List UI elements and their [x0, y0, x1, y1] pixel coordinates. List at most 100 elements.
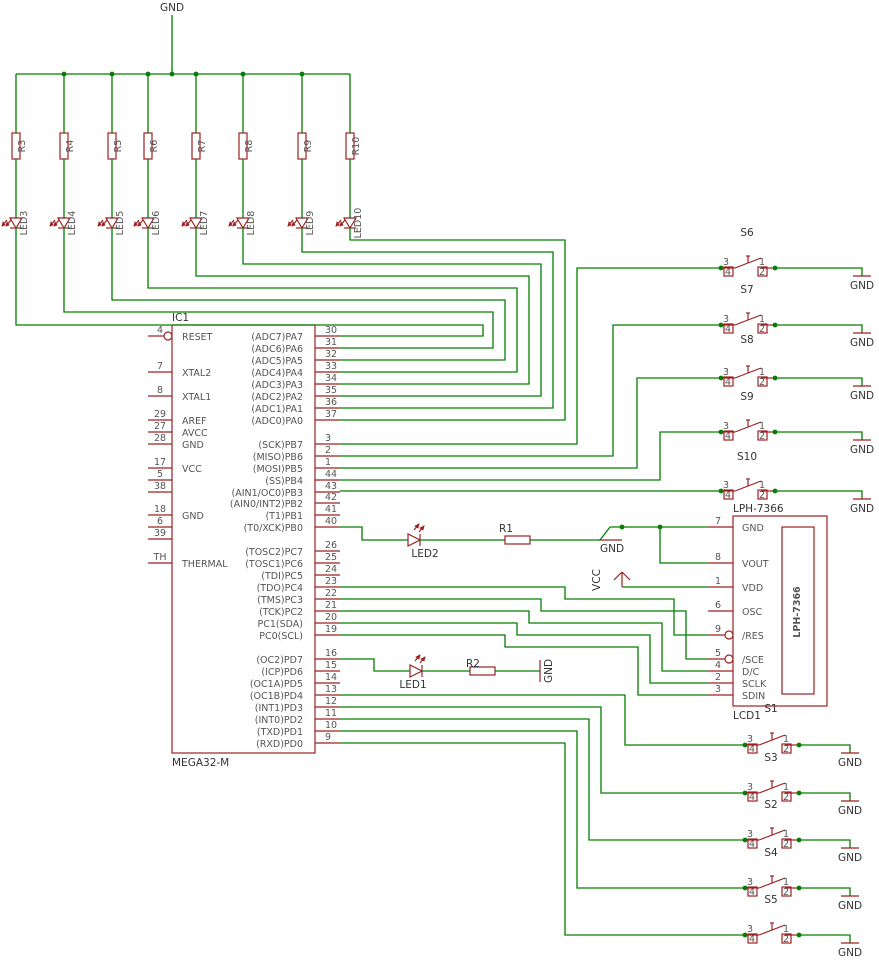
switch-label: S6 — [740, 227, 754, 239]
pin-box — [723, 376, 734, 387]
pin-number: 3 — [723, 421, 729, 432]
ic-value: MEGA32-M — [172, 757, 229, 769]
ic-left-pin: 5 — [148, 469, 172, 481]
ic-right-pin: 12(INT1)PD3 — [255, 696, 340, 714]
pin-name: (T0/XCK)PB0 — [244, 523, 303, 534]
resistor-body — [504, 535, 531, 545]
pin-name: (MISO)PB6 — [253, 452, 303, 463]
pin-box — [723, 266, 734, 277]
pin-name: (T1)PB1 — [265, 511, 303, 522]
resistor-label: R9 — [303, 140, 314, 153]
ic-right-pin: 23(TDO)PC4 — [257, 576, 340, 594]
ic-right-pin: 41(T1)PB1 — [265, 504, 340, 522]
lcd-window — [781, 526, 815, 695]
pin-name: SDIN — [742, 691, 765, 702]
pin-number: 3 — [715, 684, 721, 695]
ic-right-pin: 30(ADC7)PA7 — [251, 325, 340, 343]
pin-number: 2 — [759, 267, 765, 278]
pin-name: (ADC3)PA3 — [251, 380, 303, 391]
led-triangle — [342, 217, 358, 230]
pin-number: 4 — [749, 792, 755, 803]
resistor-label: R7 — [197, 140, 208, 153]
pin-number: 4 — [725, 324, 731, 335]
resistor-label: R3 — [17, 140, 28, 153]
pin-number: 22 — [325, 588, 337, 599]
pin-number: 1 — [759, 421, 765, 432]
gnd-top-label: GND — [160, 2, 184, 14]
pin-name: (SS)PB4 — [265, 476, 303, 487]
junction-dot — [772, 375, 778, 381]
pin-box — [781, 838, 792, 849]
ic-right-pin: 15(ICP)PD6 — [261, 660, 340, 678]
led-label: LED3 — [19, 211, 30, 236]
lcd-value-top: LPH-7366 — [733, 503, 784, 515]
led-triangle — [235, 217, 251, 230]
pin-number: 3 — [723, 480, 729, 491]
pin-name: XTAL1 — [182, 392, 211, 403]
pin-number: 4 — [749, 934, 755, 945]
pin-number: 3 — [747, 782, 753, 793]
gnd-label: GND — [543, 659, 555, 683]
switch-label: S2 — [764, 799, 777, 811]
ic-right-pin: 16(OC2)PD7 — [256, 648, 340, 666]
gnd-label: GND — [850, 280, 874, 292]
ic-right-pin: 31(ADC6)PA6 — [251, 337, 340, 355]
pin-name: THERMAL — [181, 559, 228, 570]
lcd-pin: 9/RES — [708, 624, 764, 642]
led-triangle — [294, 217, 310, 230]
pin-name: AREF — [182, 416, 207, 427]
pin-number: 34 — [325, 373, 337, 384]
pin-box — [747, 838, 758, 849]
ic-right-pin: 14(OC1A)PD5 — [250, 672, 340, 690]
gnd-label: GND — [838, 805, 862, 817]
ic-right-pin: 37(ADC0)PA0 — [251, 409, 340, 427]
pin-number: 32 — [325, 349, 337, 360]
pin-number: 11 — [325, 708, 337, 719]
pin-number: 1 — [759, 367, 765, 378]
pin-number: 3 — [325, 433, 331, 444]
pin-name: (AIN0/INT2)PB2 — [230, 499, 303, 510]
pin-box — [781, 933, 792, 944]
pin-name: (OC1B)PD4 — [250, 691, 303, 702]
gnd-label: GND — [838, 900, 862, 912]
pin-number: 2 — [783, 744, 789, 755]
pin-number: 12 — [325, 696, 337, 707]
pin-number: 3 — [747, 734, 753, 745]
pin-number: 7 — [157, 361, 163, 372]
pin-number: 23 — [325, 576, 337, 587]
pin-number: 4 — [749, 887, 755, 898]
pin-box — [781, 743, 792, 754]
led2-label: LED2 — [411, 548, 438, 560]
pin-number: 3 — [723, 314, 729, 325]
pin-number: 43 — [325, 481, 337, 492]
pin-number: 3 — [747, 877, 753, 888]
pin-name: (TXD)PD1 — [257, 727, 303, 738]
pin-number: 4 — [725, 377, 731, 388]
junction-dot — [772, 322, 778, 328]
pin-number: 2 — [759, 490, 765, 501]
pin-bubble — [724, 630, 734, 640]
pin-name: (MOSI)PB5 — [253, 464, 303, 475]
pin-name: AVCC — [182, 428, 208, 439]
lcd-pin: 5/SCE — [708, 648, 764, 666]
gnd-label: GND — [838, 757, 862, 769]
vcc-label: VCC — [591, 569, 603, 591]
led-label: LED9 — [305, 211, 316, 236]
gnd-label: GND — [600, 543, 624, 555]
switch-label: S3 — [764, 752, 777, 764]
junction-dot — [772, 429, 778, 435]
